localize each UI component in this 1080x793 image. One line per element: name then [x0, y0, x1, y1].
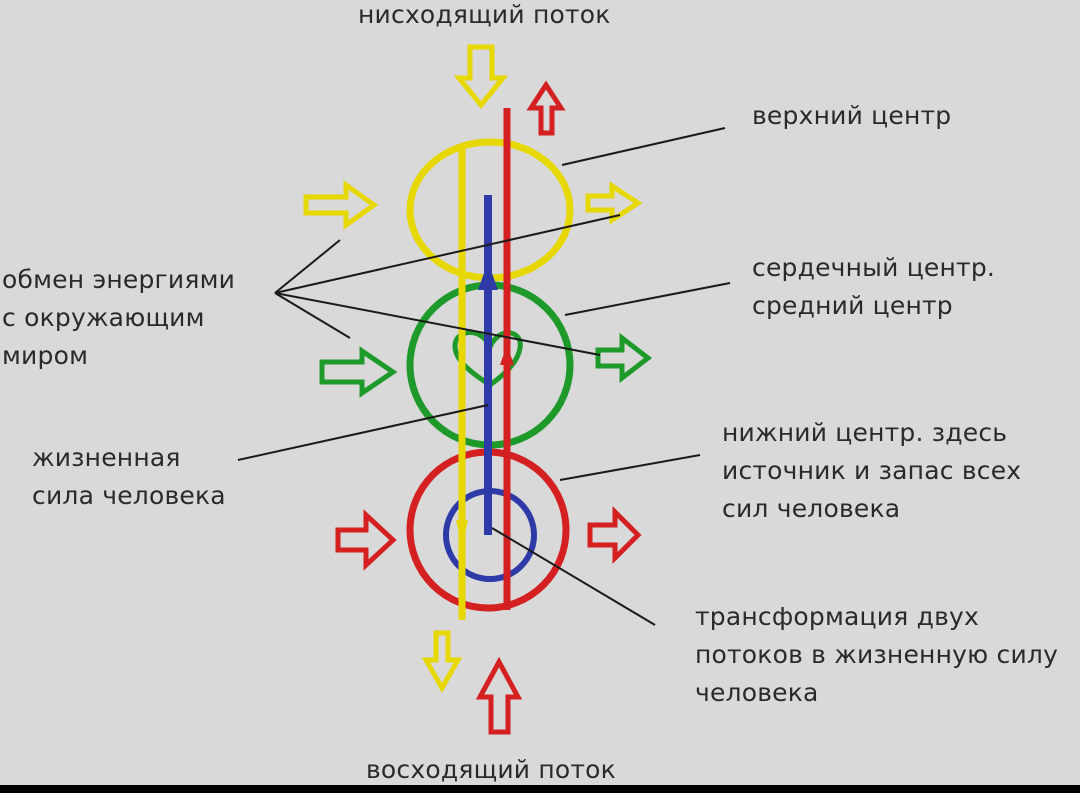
- lower-center-label: нижний центр. здесь источник и запас все…: [722, 418, 1022, 523]
- life-force-arrowhead: [478, 262, 498, 290]
- life-force-label: жизненная сила человека: [32, 443, 226, 510]
- heart-center-in-arrow-icon: [319, 346, 398, 398]
- exchange-leader-down-left: [274, 292, 351, 339]
- energy-exchange-label: обмен энергиями с окружающим миром: [2, 265, 236, 370]
- ascending-flow-label: восходящий поток: [366, 755, 616, 784]
- upper-center-in-arrow-icon: [303, 180, 379, 230]
- descending-flow-label: нисходящий поток: [358, 0, 611, 29]
- lower-center-out-arrow-icon: [587, 505, 642, 565]
- lower-center-in-arrow-icon: [335, 509, 397, 571]
- transformation-label: трансформация двух потоков в жизненную с…: [695, 602, 1059, 707]
- red-channel-arrowhead: [500, 345, 514, 365]
- exchange-leader-mid-right: [274, 292, 601, 356]
- life-force-leader: [237, 404, 489, 461]
- descending-flow-exit-arrow-icon: [421, 630, 463, 694]
- lower-center-leader: [559, 454, 701, 481]
- leader-lines: [237, 127, 731, 626]
- upper-center-out-arrow-icon: [585, 181, 643, 225]
- exchange-leader-up-right: [274, 214, 621, 294]
- upper-center-label: верхний центр: [752, 101, 952, 130]
- ascending-flow-top-arrow-icon: [526, 80, 566, 136]
- descending-flow-arrow-icon: [453, 44, 509, 109]
- yellow-channel-arrowhead: [456, 520, 468, 545]
- heart-center-leader: [564, 282, 731, 316]
- heart-center-label: сердечный центр. средний центр: [752, 253, 996, 320]
- heart-center-out-arrow-icon: [595, 332, 653, 384]
- ascending-flow-entry-arrow-icon: [475, 656, 523, 735]
- exchange-leader-up-left: [274, 239, 341, 294]
- upper-center-leader: [561, 127, 726, 166]
- transformation-leader: [491, 527, 656, 626]
